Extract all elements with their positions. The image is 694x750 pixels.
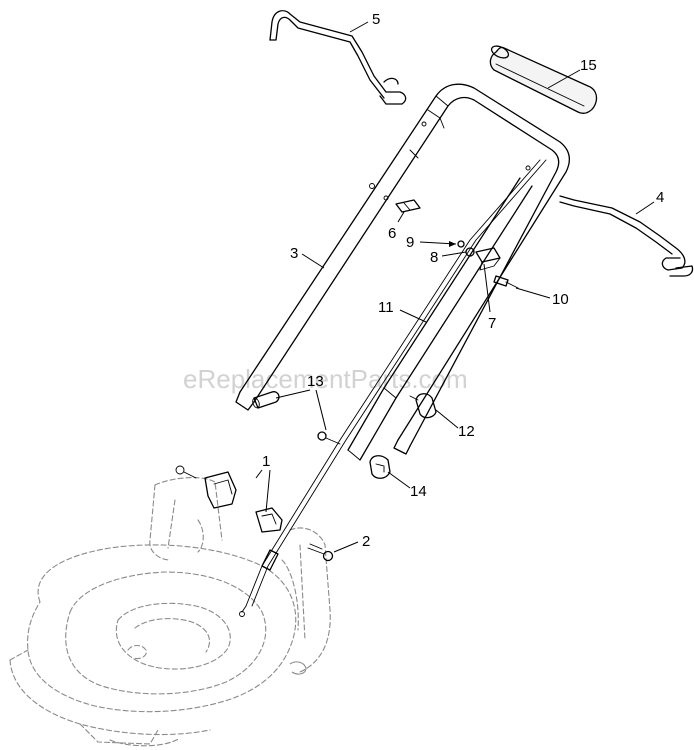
callout-14: 14	[410, 483, 427, 500]
part-9-screw	[457, 240, 465, 248]
part-1-bracket	[204, 471, 283, 533]
part-7-guide	[475, 247, 501, 271]
callout-2: 2	[362, 533, 370, 550]
callout-9: 9	[406, 234, 414, 251]
callout-3: 3	[290, 245, 298, 262]
part-2-screw	[307, 543, 334, 562]
part-14-knob	[369, 455, 391, 479]
part-3-handle	[235, 83, 571, 455]
callout-13: 13	[307, 373, 324, 390]
part-13-bolts	[252, 391, 341, 445]
callout-11: 11	[378, 299, 394, 316]
callout-5: 5	[372, 11, 380, 28]
part-15-grip	[489, 45, 598, 114]
part-1-screw	[175, 465, 197, 479]
callout-7: 7	[488, 315, 496, 332]
part-6-bracket	[395, 199, 421, 213]
part-12-knob	[409, 393, 437, 419]
part-5-bail	[269, 10, 407, 105]
watermark-text: eReplacementParts.com	[183, 364, 468, 394]
part-4-bail	[559, 195, 694, 277]
part-10-screw	[493, 275, 519, 289]
mower-deck	[9, 477, 331, 747]
callout-4: 4	[656, 189, 664, 206]
callout-1: 1	[262, 453, 270, 470]
lower-handle-bars	[347, 177, 533, 461]
callout-12: 12	[458, 423, 475, 440]
callout-6: 6	[388, 225, 396, 242]
part-11-cable	[239, 159, 547, 617]
leader-lines	[255, 21, 655, 553]
callout-8: 8	[430, 249, 438, 266]
callout-15: 15	[580, 57, 597, 74]
callout-10: 10	[552, 291, 569, 308]
